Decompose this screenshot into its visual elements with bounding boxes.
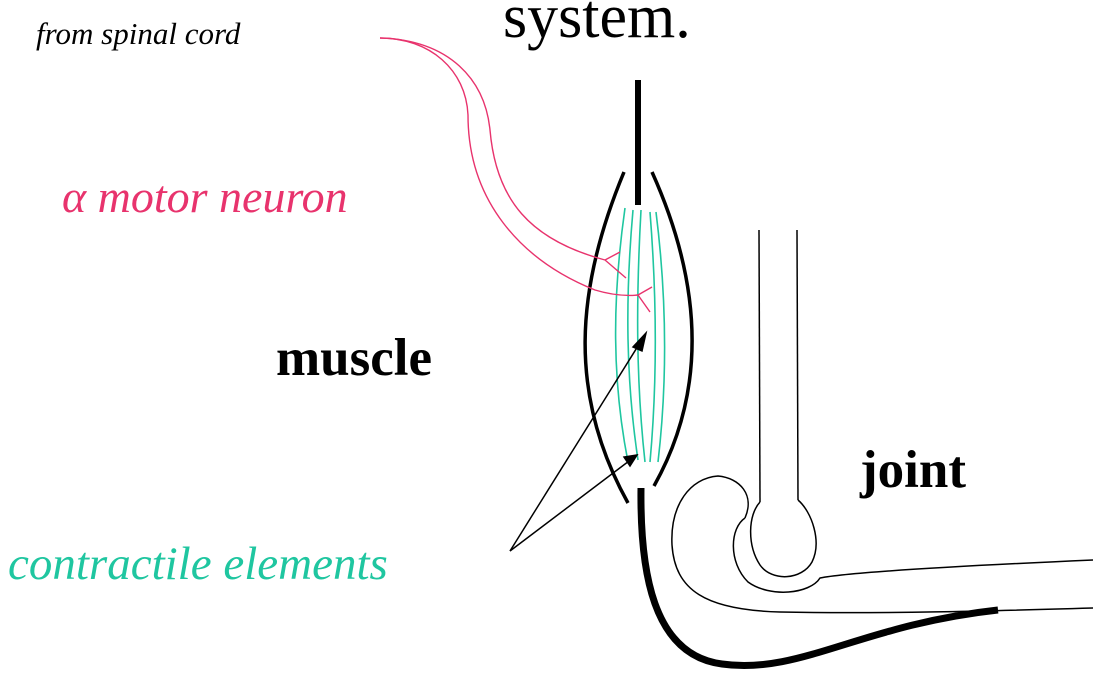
muscle-outline-left <box>585 172 628 503</box>
motor-neuron-axon <box>380 38 652 312</box>
joint-label: joint <box>860 444 966 497</box>
contractile-fibers <box>616 208 665 462</box>
from-spinal-cord-label: from spinal cord <box>36 18 240 49</box>
contractile-elements-label: contractile elements <box>8 541 388 588</box>
contractile-pointers <box>510 333 646 551</box>
lower-tendon <box>641 488 998 666</box>
title-fragment: system. <box>503 0 691 48</box>
upper-bone <box>751 230 816 577</box>
alpha-motor-neuron-label: α motor neuron <box>62 174 348 220</box>
muscle-label: muscle <box>276 332 432 385</box>
muscle-outline-right <box>652 172 692 486</box>
